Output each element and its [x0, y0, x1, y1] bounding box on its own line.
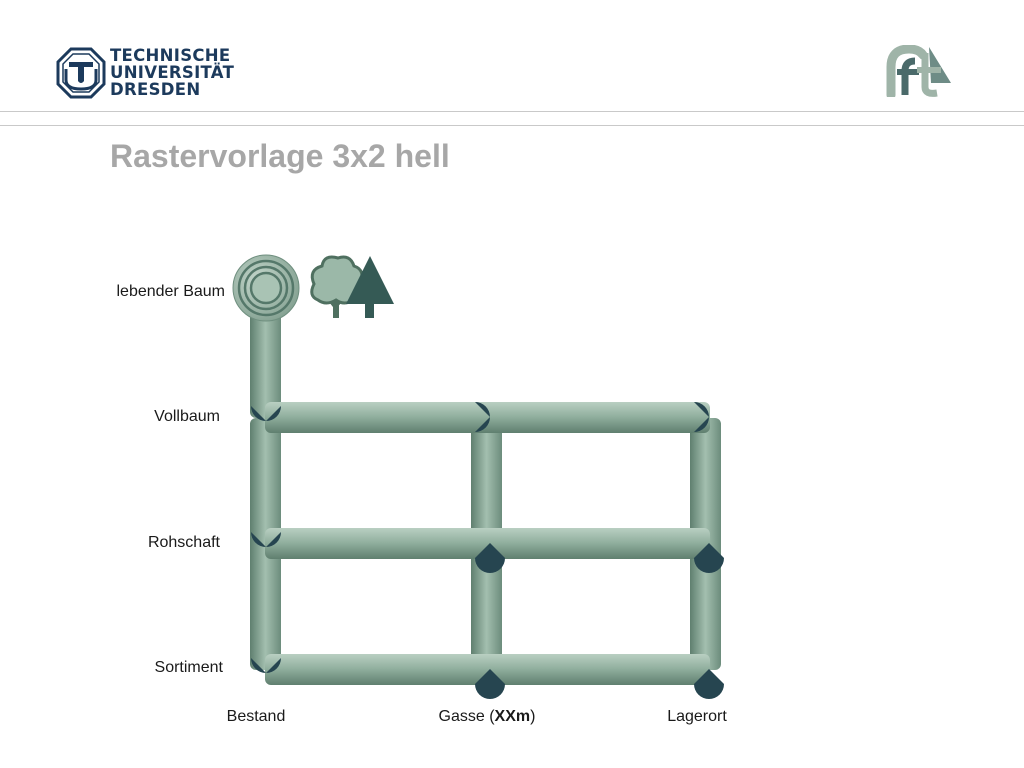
header-divider-top — [0, 111, 1024, 112]
column-label-lane: Gasse (XXm) — [397, 708, 577, 726]
pipe-stem-row — [265, 528, 710, 559]
university-line-1: TECHNISCHE — [110, 46, 231, 65]
conifer-tree-icon — [346, 256, 394, 318]
lane-width: XXm — [494, 708, 531, 725]
row-label-full-tree: Vollbaum — [154, 408, 220, 425]
row-label-stem: Rohschaft — [147, 534, 220, 551]
node-storage-fulltree — [694, 402, 709, 432]
pipe-assortment-row — [265, 654, 710, 685]
title-suffix: hell — [385, 138, 450, 174]
university-line-3: DRESDEN — [110, 80, 201, 99]
row-label-assortment: Sortiment — [154, 659, 223, 676]
header-divider-bottom — [0, 125, 1024, 126]
title-highlight: 3x2 — [332, 138, 386, 174]
university-name: TECHNISCHE UNIVERSITÄT DRESDEN — [110, 47, 234, 98]
node-stand-assortment — [251, 658, 281, 673]
lane-prefix: Gasse ( — [438, 708, 495, 725]
node-storage-assortment — [694, 669, 724, 699]
node-stand-stem — [251, 532, 281, 547]
node-stand-fulltree — [251, 406, 281, 421]
university-line-2: UNIVERSITÄT — [110, 63, 235, 82]
institute-logo — [885, 44, 955, 100]
column-label-storage: Lagerort — [667, 708, 727, 725]
node-lane-stem — [475, 543, 505, 573]
title-prefix: Rastervorlage — [110, 138, 333, 174]
column-label-stand: Bestand — [226, 708, 286, 725]
node-lane-fulltree — [475, 402, 490, 432]
tu-dresden-emblem-icon — [56, 47, 106, 99]
slide-header: TECHNISCHE UNIVERSITÄT DRESDEN — [0, 0, 1024, 112]
deciduous-tree-icon — [310, 255, 364, 318]
row-label-living-tree: lebender Baum — [116, 283, 225, 300]
pipe-stand-tree-to-fulltree — [250, 290, 281, 418]
tu-dresden-logo: TECHNISCHE UNIVERSITÄT DRESDEN — [56, 47, 234, 101]
lane-suffix: ) — [530, 708, 536, 725]
node-storage-stem — [694, 543, 724, 573]
ft-logo-icon — [886, 44, 951, 100]
node-lane-assortment — [475, 669, 505, 699]
slide-title: Rastervorlage 3x2 hell — [110, 138, 450, 175]
tree-ring-icon — [232, 254, 300, 322]
pipe-fulltree-row — [265, 402, 710, 433]
